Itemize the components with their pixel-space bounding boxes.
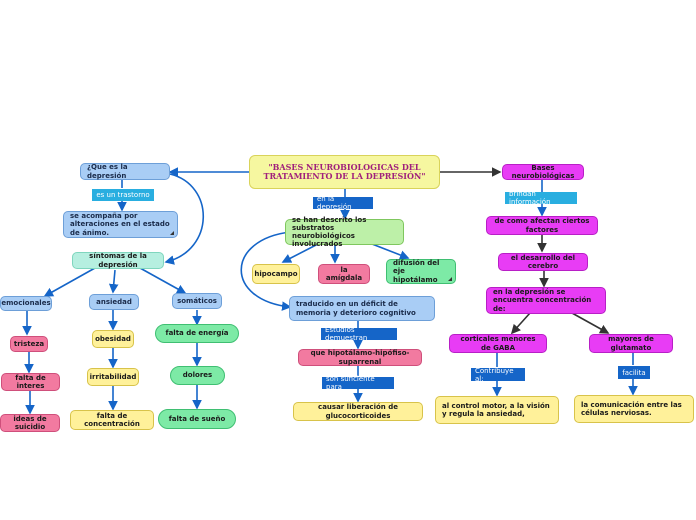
expand-icon[interactable] [448, 277, 452, 281]
glutamato-node[interactable]: mayores de glutamato [589, 334, 673, 353]
hipocampo-text: hipocampo [254, 269, 298, 278]
contribuye-text: Contribuye al: [475, 366, 514, 383]
suficiente-label[interactable]: son suficiente para [322, 375, 394, 391]
concentracion-text: en la depresión se encuentra concentraci… [493, 288, 592, 313]
estudios-label[interactable]: Estudios demuestran [321, 326, 397, 342]
expand-icon[interactable] [170, 231, 174, 235]
brindan-label[interactable]: brindan información [505, 190, 577, 206]
ansiedad-node[interactable]: ansiedad [89, 294, 139, 310]
es-un-trastorno-label[interactable]: es un trastorno [92, 189, 154, 201]
falta-interes-node[interactable]: falta de interes [1, 373, 60, 391]
acompana-text: se acompaña por alteraciones en el estad… [70, 212, 170, 237]
connector [510, 312, 531, 335]
obesidad-text: obesidad [95, 334, 131, 343]
substratos-node[interactable]: se han descrito los substratos neurobiol… [285, 215, 404, 249]
es-un-trastorno-text: es un trastorno [96, 191, 150, 199]
tristeza-text: tristeza [13, 339, 45, 348]
comunicacion-node[interactable]: la comunicación entre las células nervio… [574, 395, 694, 423]
contribuye-label[interactable]: Contribuye al: [471, 366, 525, 383]
somaticos-text: somáticos [177, 296, 217, 305]
difusion-text: difusión del eje hipotálamo [393, 259, 440, 284]
brindan-text: brindan información [509, 190, 551, 206]
facilita-label[interactable]: facilita [618, 366, 650, 379]
en-la-depresion-label[interactable]: en la depresión [313, 195, 373, 211]
gaba-text: corticales menores de GABA [460, 335, 536, 352]
desarrollo-node[interactable]: el desarrollo del cerebro [498, 253, 588, 271]
falta-concentracion-node[interactable]: falta de concentración [70, 410, 154, 430]
falta-concentracion-text: falta de concentración [84, 411, 140, 428]
desarrollo-text: el desarrollo del cerebro [510, 253, 576, 270]
irritabilidad-text: irritabilidad [89, 372, 137, 381]
difusion-node[interactable]: difusión del eje hipotálamo [386, 259, 456, 284]
que-es-node[interactable]: ¿Que es la depresión [80, 163, 170, 180]
title-text: "BASES NEUROBIOLOGICAS DEL TRATAMIENTO D… [263, 161, 426, 181]
connector [164, 173, 204, 265]
falta-interes-text: falta de interes [15, 373, 46, 390]
glutamato-text: mayores de glutamato [608, 335, 654, 352]
amigdala-node[interactable]: la amígdala [318, 264, 370, 284]
emocionales-text: emocionales [1, 299, 51, 308]
glucocorticoides-text: causar liberación de glucocorticoides [318, 403, 398, 420]
control-motor-text: al control motor, a la visión y regula l… [442, 401, 550, 418]
falta-sueno-node[interactable]: falta de sueño [158, 409, 236, 429]
connector [371, 243, 410, 260]
connector [139, 267, 187, 294]
facilita-text: facilita [622, 368, 646, 377]
connector [571, 312, 610, 334]
bases-node[interactable]: Bases neurobiológicas [502, 164, 584, 180]
gaba-node[interactable]: corticales menores de GABA [449, 334, 547, 353]
substratos-text: se han descrito los substratos neurobiol… [292, 215, 367, 249]
traducido-node[interactable]: traducido en un déficit de memoria y det… [289, 296, 435, 321]
obesidad-node[interactable]: obesidad [92, 330, 134, 348]
falta-sueno-text: falta de sueño [168, 414, 226, 423]
connector [281, 243, 319, 263]
sintomas-node[interactable]: síntomas de la depresión [72, 252, 164, 269]
afectan-node[interactable]: de como afectan ciertos factores [486, 216, 598, 235]
suficiente-text: son suficiente para [326, 375, 375, 391]
traducido-text: traducido en un déficit de memoria y det… [296, 300, 416, 317]
hipocampo-node[interactable]: hipocampo [252, 264, 300, 284]
ansiedad-text: ansiedad [96, 297, 132, 306]
ideas-suicidio-text: ideas de suicidio [13, 414, 47, 431]
emocionales-node[interactable]: emocionales [0, 296, 52, 311]
amigdala-text: la amígdala [325, 265, 363, 282]
glucocorticoides-node[interactable]: causar liberación de glucocorticoides [293, 402, 423, 421]
acompana-node[interactable]: se acompaña por alteraciones en el estad… [63, 211, 178, 238]
estudios-text: Estudios demuestran [325, 326, 368, 342]
title-node[interactable]: "BASES NEUROBIOLOGICAS DEL TRATAMIENTO D… [249, 155, 440, 189]
hipotalamo-node[interactable]: que hipotálamo-hipófiso-suparrenal [298, 349, 422, 366]
que-es-text: ¿Que es la depresión [87, 163, 128, 180]
control-motor-node[interactable]: al control motor, a la visión y regula l… [435, 396, 559, 424]
tristeza-node[interactable]: tristeza [10, 336, 48, 352]
ideas-suicidio-node[interactable]: ideas de suicidio [0, 414, 60, 432]
en-la-depresion-text: en la depresión [317, 195, 352, 211]
dolores-node[interactable]: dolores [170, 366, 225, 385]
somaticos-node[interactable]: somáticos [172, 293, 222, 309]
connector [240, 231, 292, 311]
sintomas-text: síntomas de la depresión [89, 252, 147, 269]
dolores-text: dolores [182, 371, 213, 380]
connector [108, 269, 119, 294]
falta-energia-text: falta de energía [165, 329, 229, 338]
afectan-text: de como afectan ciertos factores [494, 217, 590, 234]
connector [43, 267, 96, 297]
bases-text: Bases neurobiológicas [511, 163, 575, 180]
falta-energia-node[interactable]: falta de energía [155, 324, 239, 343]
irritabilidad-node[interactable]: irritabilidad [87, 368, 139, 386]
hipotalamo-text: que hipotálamo-hipófiso-suparrenal [310, 349, 410, 366]
concentracion-node[interactable]: en la depresión se encuentra concentraci… [486, 287, 606, 314]
comunicacion-text: la comunicación entre las células nervio… [581, 400, 682, 417]
